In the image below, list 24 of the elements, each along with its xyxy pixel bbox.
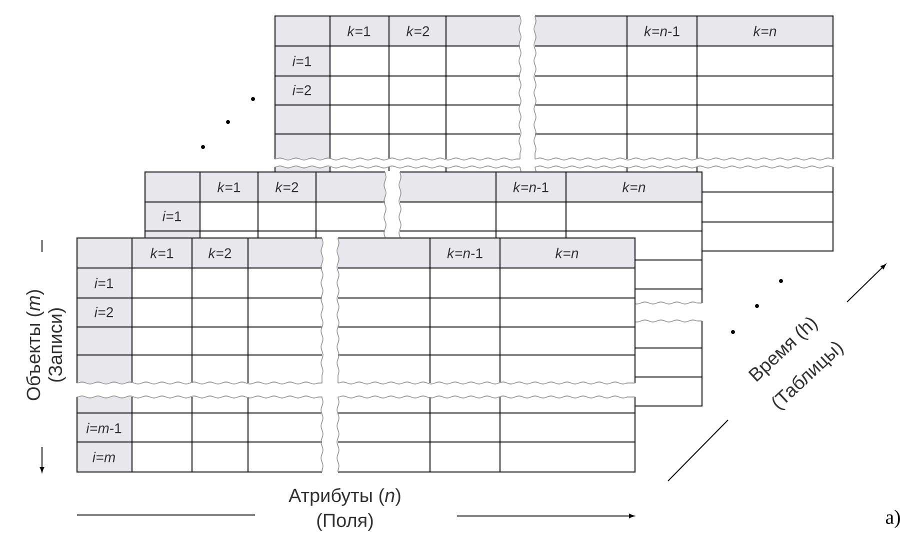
column-header: k=1	[347, 26, 370, 36]
axis-label: (Записи)	[48, 308, 66, 382]
column-header: k=2	[208, 248, 232, 258]
column-header: k=1	[217, 182, 240, 192]
column-header: k=n	[622, 182, 646, 192]
row-header: i=2	[94, 306, 113, 318]
row-header: i=1	[292, 56, 312, 66]
row-header: i=2	[292, 84, 311, 96]
row-header: i=m	[92, 452, 115, 462]
axis-label: Объекты (m)	[26, 290, 44, 400]
figure-label: а)	[886, 510, 900, 528]
column-header: k=n-1	[644, 26, 680, 36]
row-header: i=1	[162, 210, 182, 222]
axis-label: Атрибуты (n)	[288, 488, 400, 506]
column-header: k=n	[753, 26, 776, 36]
row-header: i=m-1	[86, 422, 122, 434]
row-header: i=1	[94, 278, 114, 288]
column-header: k=n	[555, 248, 578, 258]
column-header: k=2	[275, 182, 298, 192]
column-header: k=2	[406, 26, 430, 36]
axis-label: (Поля)	[317, 513, 373, 531]
column-header: k=n-1	[447, 248, 482, 258]
column-header: k=n-1	[513, 182, 548, 192]
column-header: k=1	[150, 248, 174, 258]
